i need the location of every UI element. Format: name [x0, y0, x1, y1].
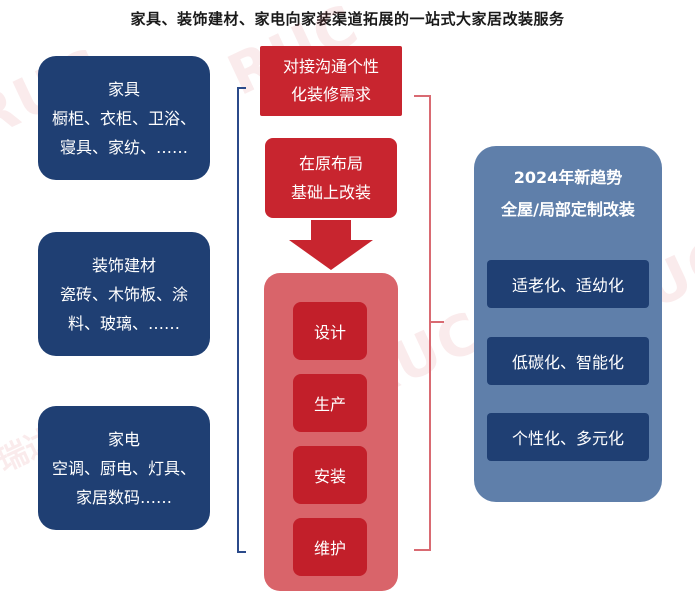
- category-items: 寝具、家纺、……: [59, 137, 188, 157]
- trend-heading-topic: 全屋/局部定制改装: [501, 200, 635, 219]
- category-box-furniture: 家具 橱柜、衣柜、卫浴、 寝具、家纺、……: [38, 56, 210, 180]
- step-installation: 安装: [293, 446, 367, 504]
- category-items: 空调、厨电、灯具、: [51, 458, 196, 478]
- trend-heading: 2024年新趋势 全屋/局部定制改装: [474, 162, 662, 226]
- category-name: 装饰建材: [91, 255, 156, 275]
- step-design: 设计: [293, 302, 367, 360]
- trend-item: 适老化、适幼化: [487, 260, 649, 308]
- trend-item: 个性化、多元化: [487, 413, 649, 461]
- category-box-decor-materials: 装饰建材 瓷砖、木饰板、涂 料、玻璃、……: [38, 232, 210, 356]
- category-items: 料、玻璃、……: [67, 313, 180, 333]
- category-items: 家居数码……: [75, 487, 172, 507]
- category-name: 家具: [107, 79, 140, 99]
- renovation-text: 在原布局: [298, 154, 363, 173]
- renovation-text: 基础上改装: [290, 183, 371, 202]
- category-box-appliances: 家电 空调、厨电、灯具、 家居数码……: [38, 406, 210, 530]
- requirement-text: 对接沟通个性: [282, 57, 379, 76]
- category-items: 橱柜、衣柜、卫浴、: [51, 108, 196, 128]
- right-bracket: [414, 95, 444, 551]
- renovation-box: 在原布局 基础上改装: [265, 138, 397, 218]
- trend-heading-year: 2024年新趋势: [513, 168, 623, 187]
- requirement-text: 化装修需求: [290, 85, 371, 104]
- step-maintenance: 维护: [293, 518, 367, 576]
- trend-item: 低碳化、智能化: [487, 337, 649, 385]
- page-title: 家具、装饰建材、家电向家装渠道拓展的一站式大家居改装服务: [130, 10, 565, 28]
- left-bracket: [237, 87, 246, 553]
- requirement-box: 对接沟通个性 化装修需求: [260, 46, 402, 116]
- category-name: 家电: [107, 429, 140, 449]
- step-production: 生产: [293, 374, 367, 432]
- category-items: 瓷砖、木饰板、涂: [59, 284, 188, 304]
- down-arrow-icon: [289, 220, 373, 270]
